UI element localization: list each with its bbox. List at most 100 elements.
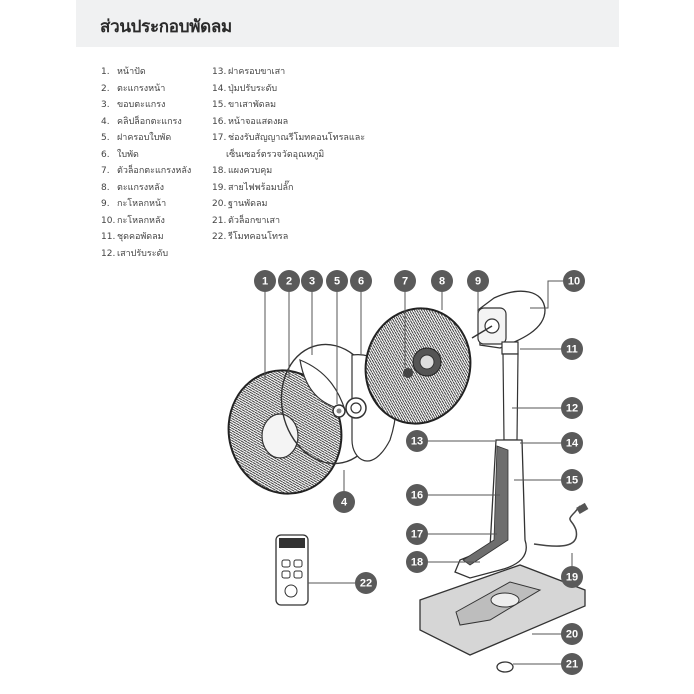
part-label: กะโหลกหลัง: [117, 215, 165, 226]
part-label: หน้าปัด: [117, 67, 146, 77]
part-item: 12.เสาปรับระดับ: [101, 246, 191, 263]
part-number: 13.: [212, 67, 227, 77]
remote-control-drawing: [275, 534, 309, 606]
page-title: ส่วนประกอบพัดลม: [100, 17, 232, 37]
callout-badge-11: 11: [561, 338, 583, 360]
callout-badge-4: 4: [333, 491, 355, 513]
callout-badge-21: 21: [561, 653, 583, 675]
callout-badge-8: 8: [431, 270, 453, 292]
part-number: 3.: [101, 100, 110, 110]
part-item: 18.แผงควบคุม: [212, 163, 365, 180]
part-item: 2. ตะแกรงหน้า: [101, 81, 191, 98]
part-item: 4.คลิปล็อกตะแกรง: [101, 114, 191, 131]
svg-text:16: 16: [411, 490, 423, 502]
part-number: 18.: [212, 166, 227, 176]
part-label: ตะแกรงหลัง: [117, 182, 164, 193]
part-number: 2.: [101, 83, 110, 94]
part-item: 15.ขาเสาพัดลม: [212, 97, 365, 114]
callout-badge-13: 13: [406, 430, 428, 452]
part-label: ขอบตะแกรง: [117, 100, 166, 110]
callout-badge-20: 20: [561, 623, 583, 645]
part-item: 9.กะโหลกหน้า: [101, 196, 191, 213]
part-label-continuation: เซ็นเซอร์ตรวจวัดอุณหภูมิ: [226, 149, 325, 160]
part-item: 16.หน้าจอแสดงผล: [212, 114, 365, 131]
leader-line-10: [530, 280, 563, 309]
part-item: 19.สายไฟพร้อมปลั๊ก: [212, 180, 365, 197]
part-item: 7. ตัวล็อกตะแกรงหลัง: [101, 163, 191, 180]
callout-badge-14: 14: [561, 432, 583, 454]
part-number: 10.: [101, 215, 116, 226]
part-item: 10.กะโหลกหลัง: [101, 213, 191, 230]
part-label: ฐานพัดลม: [228, 199, 268, 209]
part-number: 17.: [212, 133, 227, 143]
part-item: 21.ตัวล็อกขาเสา: [212, 213, 365, 230]
header-band: ส่วนประกอบพัดลม: [76, 0, 619, 47]
svg-text:4: 4: [341, 497, 348, 509]
part-item: 14.ปุ่มปรับระดับ: [212, 81, 365, 98]
part-label: สายไฟพร้อมปลั๊ก: [228, 182, 294, 193]
svg-text:14: 14: [566, 438, 579, 450]
callout-badge-3: 3: [301, 270, 323, 292]
part-number: 15.: [212, 100, 227, 110]
callout-badge-15: 15: [561, 469, 583, 491]
part-number: 9.: [101, 199, 110, 209]
svg-text:13: 13: [411, 436, 423, 448]
part-label: ตะแกรงหน้า: [117, 83, 166, 94]
part-number: 5.: [101, 133, 110, 143]
part-number: 20.: [212, 199, 227, 209]
part-label: คลิปล็อกตะแกรง: [117, 116, 182, 127]
part-item: 22.รีโมทคอนโทรล: [212, 229, 365, 246]
part-label: หน้าจอแสดงผล: [228, 116, 289, 127]
leader-lines: [264, 280, 573, 665]
svg-text:20: 20: [566, 629, 578, 641]
pole-lock-nut: [496, 661, 514, 673]
callout-badge-5: 5: [326, 270, 348, 292]
part-number: 7.: [101, 166, 110, 176]
power-cord: [533, 502, 589, 547]
part-label: ชุดคอพัดลม: [117, 232, 164, 242]
part-number: 21.: [212, 215, 227, 226]
fan-base: [419, 564, 586, 656]
svg-text:10: 10: [568, 276, 580, 288]
part-label: ตัวล็อกตะแกรงหลัง: [117, 166, 192, 176]
part-item: 17.ช่องรับสัญญาณรีโมทคอนโทรลและ: [212, 130, 365, 147]
callout-badge-6: 6: [350, 270, 372, 292]
front-cover-badge: [261, 413, 299, 459]
callout-badge-9: 9: [467, 270, 489, 292]
part-number: 16.: [212, 116, 227, 127]
part-item: 20.ฐานพัดลม: [212, 196, 365, 213]
callout-badge-17: 17: [406, 523, 428, 545]
part-label: ขาเสาพัดลม: [228, 100, 277, 110]
part-number: 19.: [212, 182, 227, 193]
callout-badge-18: 18: [406, 551, 428, 573]
svg-text:2: 2: [286, 276, 292, 288]
part-item: 13.ฝาครอบขาเสา: [212, 64, 365, 81]
callout-badge-2: 2: [278, 270, 300, 292]
pole: [501, 341, 519, 441]
part-item: 3. ขอบตะแกรง: [101, 97, 191, 114]
part-label: แผงควบคุม: [228, 166, 273, 176]
svg-text:17: 17: [411, 529, 423, 541]
part-number: 6.: [101, 149, 110, 160]
callout-badge-22: 22: [355, 572, 377, 594]
svg-text:18: 18: [411, 557, 423, 569]
part-number: 11.: [101, 232, 116, 242]
callout-badge-12: 12: [561, 397, 583, 419]
svg-text:9: 9: [475, 276, 481, 288]
part-label: ฝาครอบใบพัด: [117, 133, 172, 143]
part-number: 14.: [212, 83, 227, 94]
part-label: ฝาครอบขาเสา: [228, 67, 286, 77]
svg-text:19: 19: [566, 572, 578, 584]
motor-housing: [471, 290, 546, 349]
part-item: 6.ใบพัด: [101, 147, 191, 164]
callout-badge-16: 16: [406, 484, 428, 506]
svg-text:7: 7: [402, 276, 408, 288]
svg-text:8: 8: [439, 276, 445, 288]
display-panel: [462, 445, 509, 566]
part-label: ช่องรับสัญญาณรีโมทคอนโทรลและ: [228, 133, 366, 143]
part-label: ปุ่มปรับระดับ: [228, 83, 278, 94]
